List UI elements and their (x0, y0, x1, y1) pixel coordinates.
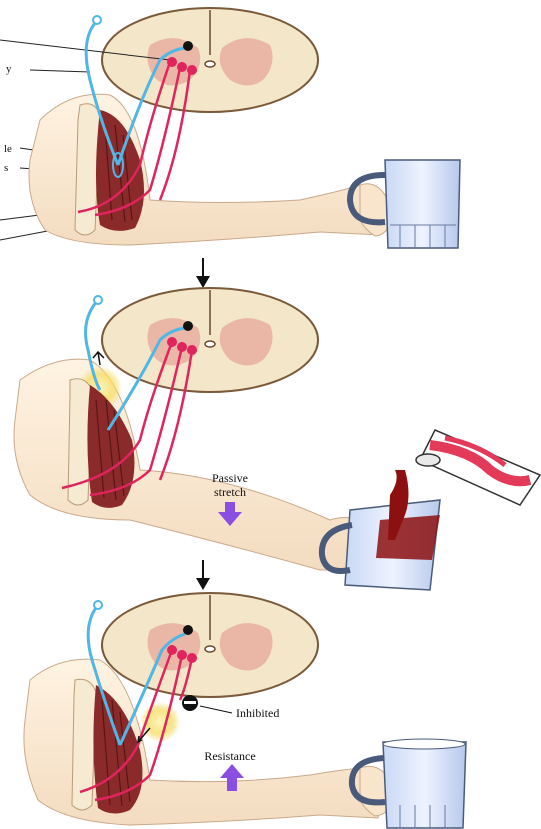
resistance-label: Resistance (204, 749, 255, 763)
panel-1: y le s (0, 8, 460, 248)
panel-2: Passive stretch (14, 288, 540, 590)
inhibited-label: Inhibited (236, 706, 279, 720)
cut-label-1: y (6, 63, 12, 75)
spinal-cord-section (102, 593, 318, 697)
stretch-label: stretch (214, 485, 246, 499)
arm-1 (29, 94, 395, 245)
passive-label: Passive (212, 471, 248, 485)
mug-2 (322, 470, 440, 590)
can (416, 430, 540, 505)
spinal-cord-section (102, 8, 318, 112)
panel-3: Inhibited Resistance (24, 593, 466, 828)
inhibition-symbol-icon (182, 695, 198, 711)
down-arrow-icon (196, 258, 210, 288)
down-arrow-icon (196, 560, 210, 590)
cut-label-2: le (4, 143, 12, 155)
cut-label-3: s (4, 162, 8, 174)
spinal-cord-section (102, 288, 318, 392)
